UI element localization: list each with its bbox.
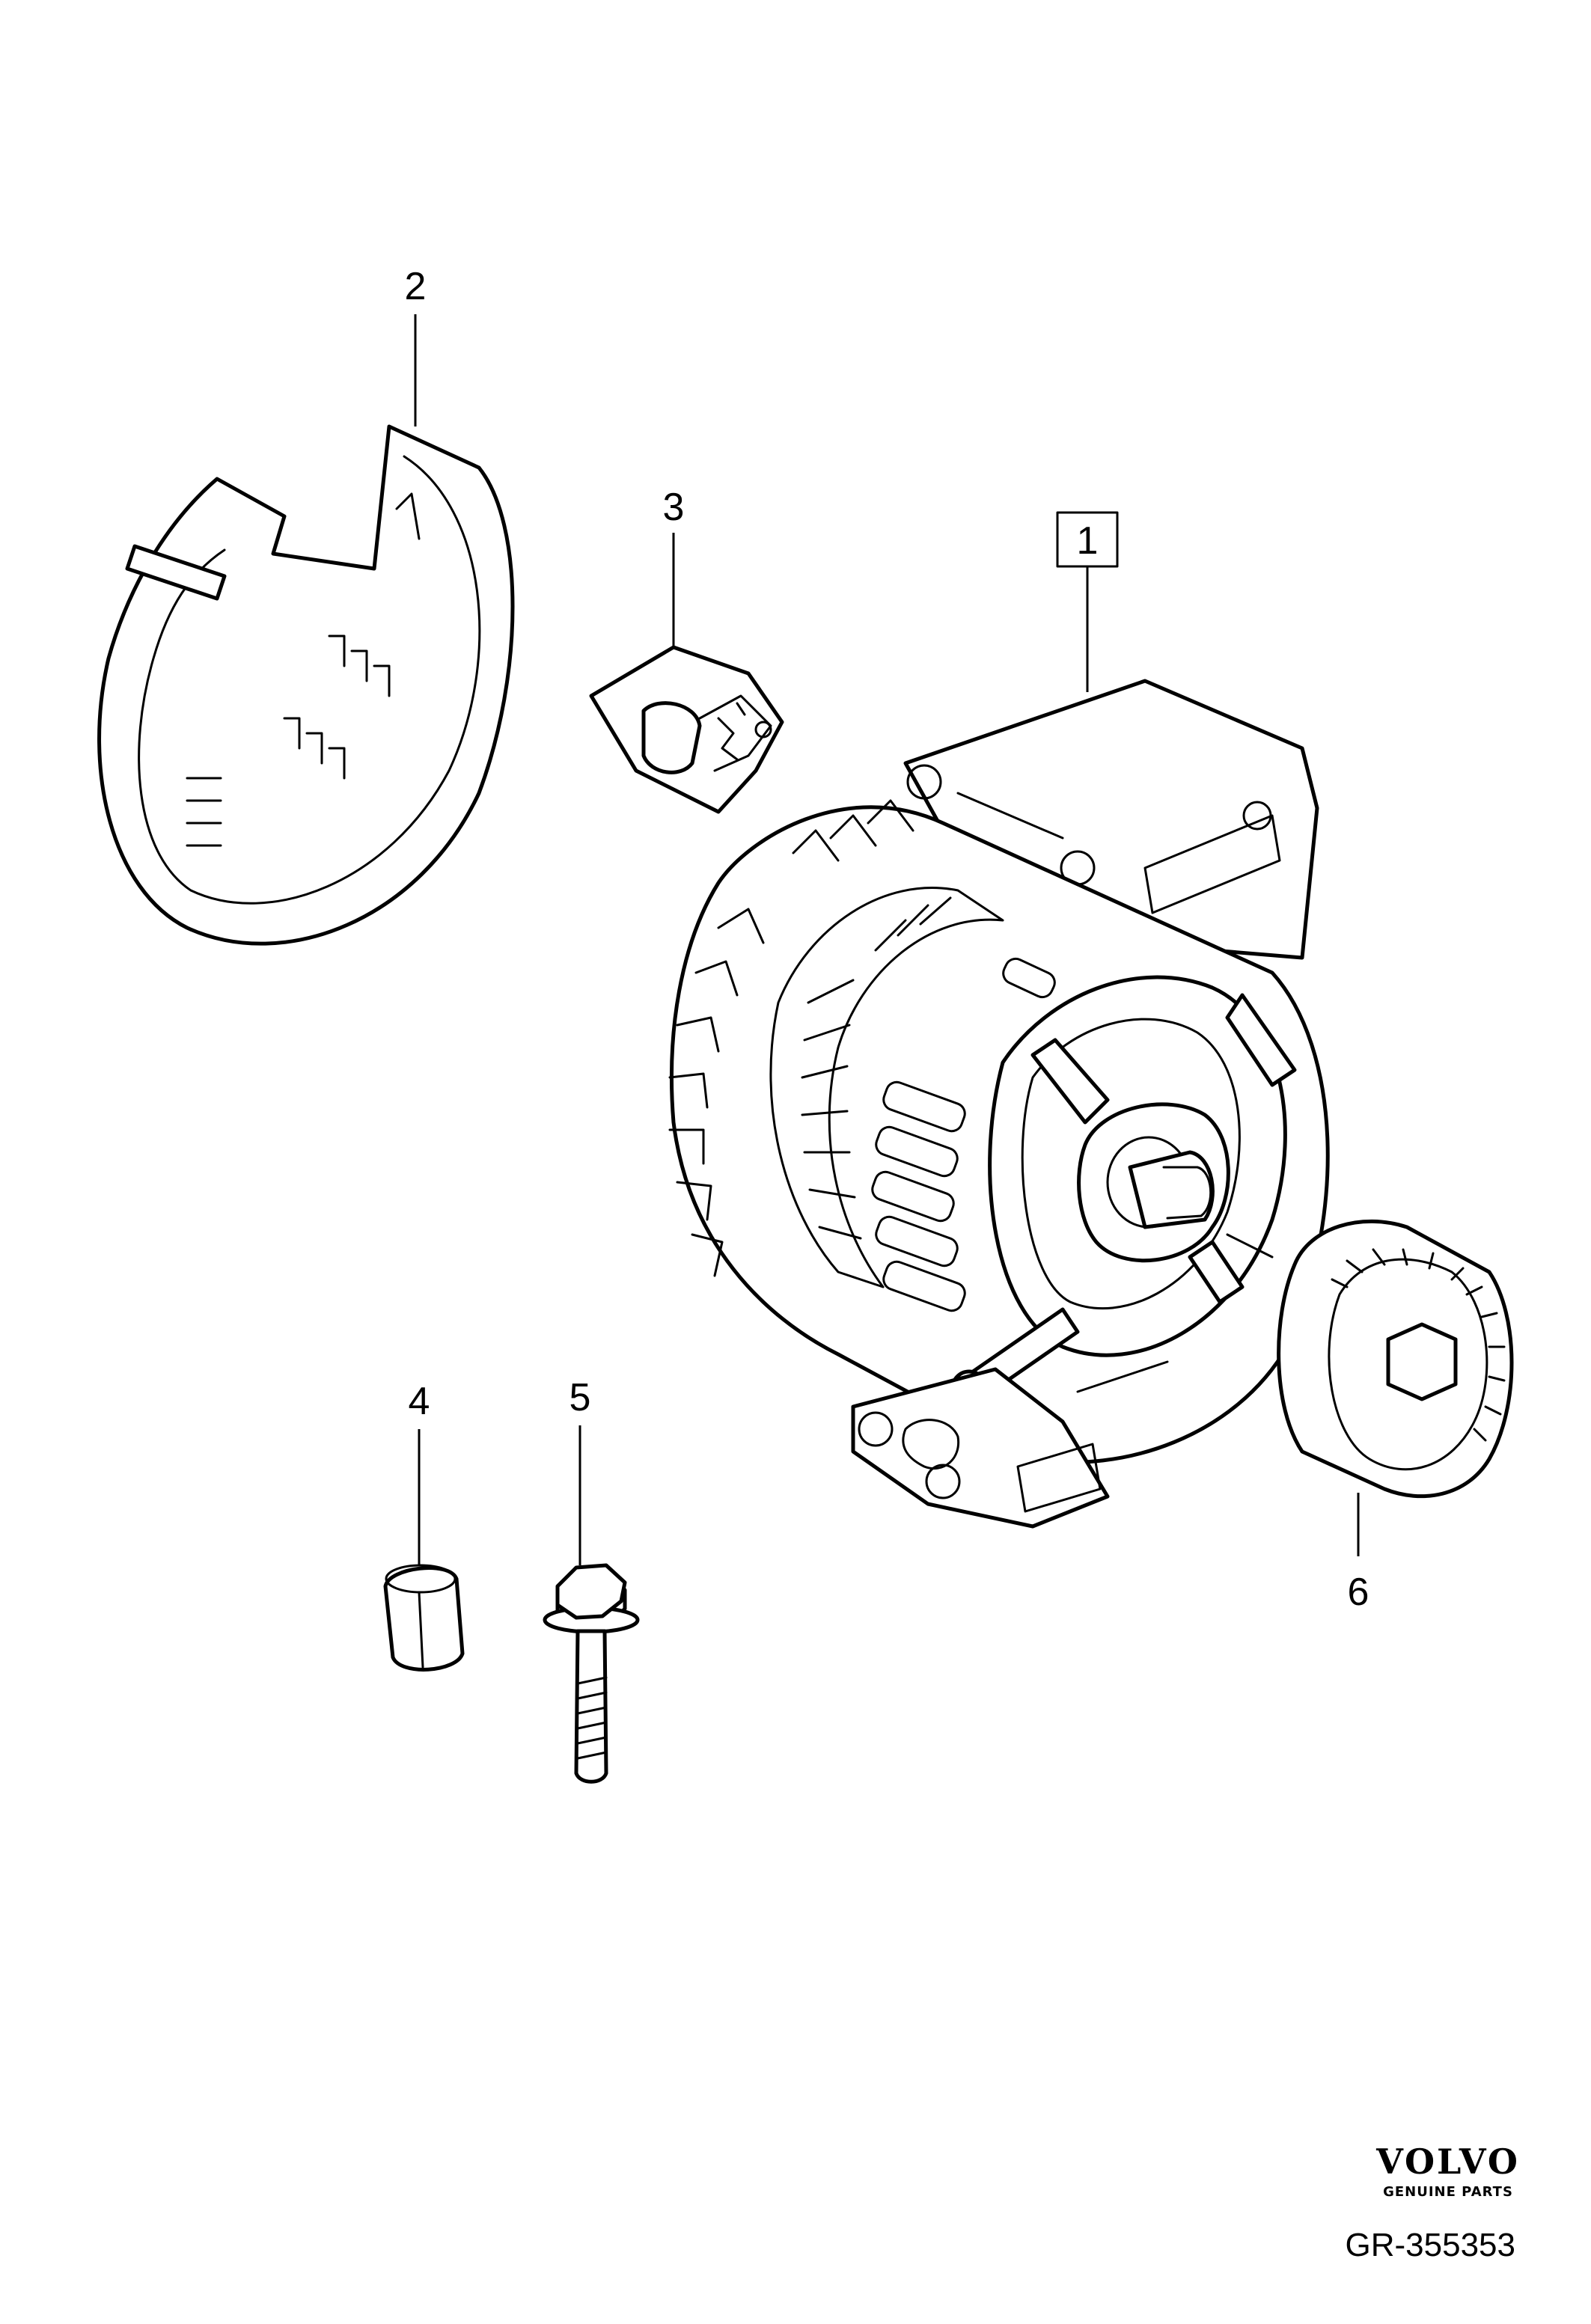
callout-6-label: 6 [1348,1571,1369,1614]
front-slots [871,957,1056,1312]
callout-6: 6 [1348,1493,1369,1614]
reference-number: GR-355353 [1346,2227,1515,2263]
callout-5-label: 5 [569,1376,591,1419]
volvo-logo: VOLVO GENUINE PARTS [1375,2141,1520,2200]
brand-tagline: GENUINE PARTS [1383,2184,1513,2200]
part-5-flange-bolt [543,1563,640,1784]
cover-slot-marks [186,492,421,847]
rib-slots [801,896,952,1240]
part-4-sleeve [383,1564,465,1672]
part-1-alternator [668,679,1330,1529]
callout-2-label: 2 [405,265,427,308]
callout-1-label: 1 [1077,519,1099,563]
callout-4: 4 [409,1380,430,1565]
callout-1: 1 [1056,511,1119,692]
callout-5: 5 [569,1376,591,1565]
callout-2: 2 [405,265,427,426]
part-3-connector-bracket [589,645,784,814]
cooling-fins [668,799,914,1277]
brand-name: VOLVO [1375,2141,1520,2182]
part-2-cover-shield [97,424,515,946]
callout-4-label: 4 [409,1380,430,1423]
callout-3: 3 [663,486,685,647]
callout-3-label: 3 [663,486,685,529]
part-6-pulley [1226,1219,1514,1499]
